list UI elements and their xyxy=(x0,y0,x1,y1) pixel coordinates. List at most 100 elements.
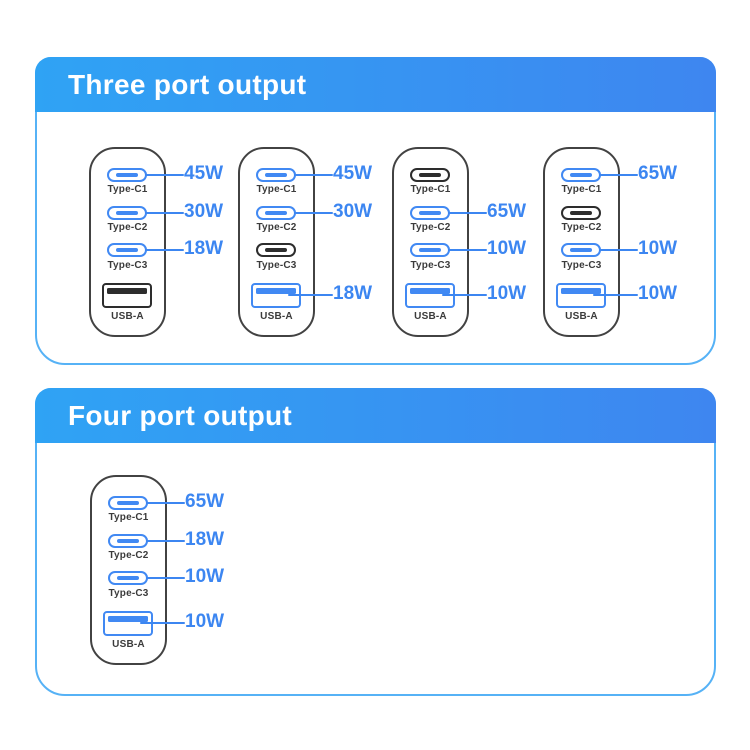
port-label: Type-C3 xyxy=(410,260,451,271)
type-c-port xyxy=(107,206,147,220)
callout-line xyxy=(593,293,638,297)
watt-label: 18W xyxy=(185,529,225,550)
type-c-tongue xyxy=(265,173,287,177)
usb-a-contact-bar xyxy=(561,287,601,294)
callout-line xyxy=(145,248,184,252)
type-c-port xyxy=(256,243,296,257)
usb-a-port xyxy=(102,282,152,308)
type-c-port xyxy=(561,168,601,182)
type-c-port xyxy=(561,243,601,257)
type-c-tongue xyxy=(116,211,138,215)
callout-line xyxy=(288,293,333,297)
port-label: Type-C2 xyxy=(256,222,297,233)
watt-label: 45W xyxy=(184,163,224,184)
type-c-tongue xyxy=(570,173,592,177)
type-c-tongue xyxy=(265,211,287,215)
watt-label: 18W xyxy=(184,238,224,259)
port-label: Type-C2 xyxy=(107,222,148,233)
port-label: USB-A xyxy=(565,311,598,322)
callout-line xyxy=(140,621,185,625)
callout-line xyxy=(448,248,487,252)
callout-line xyxy=(146,501,185,505)
callout-line xyxy=(599,173,638,177)
watt-label: 65W xyxy=(185,491,225,512)
section-header-three-port: Three port output xyxy=(35,57,716,112)
usb-a-port xyxy=(103,610,153,636)
type-c-tongue xyxy=(116,173,138,177)
watt-label: 10W xyxy=(638,238,678,259)
type-c-tongue xyxy=(419,173,441,177)
port-label: USB-A xyxy=(260,311,293,322)
port-label: Type-C2 xyxy=(410,222,451,233)
type-c-tongue xyxy=(117,539,139,543)
charger-diagram: Type-C1 65W Type-C2 18W Type-C3 10W USB-A 10W xyxy=(90,475,240,665)
type-c-tongue xyxy=(570,211,592,215)
watt-label: 30W xyxy=(333,201,373,222)
watt-label: 65W xyxy=(487,201,527,222)
port-label: Type-C1 xyxy=(410,184,451,195)
watt-label: 10W xyxy=(185,566,225,587)
type-c-port xyxy=(107,243,147,257)
port-label: Type-C2 xyxy=(561,222,602,233)
port-label: Type-C2 xyxy=(108,550,149,561)
callout-line xyxy=(146,539,185,543)
type-c-tongue xyxy=(419,248,441,252)
section-header-four-port: Four port output xyxy=(35,388,716,443)
callout-line xyxy=(294,211,333,215)
callout-line xyxy=(145,173,184,177)
watt-label: 10W xyxy=(487,283,527,304)
callout-line xyxy=(145,211,184,215)
type-c-port xyxy=(108,571,148,585)
type-c-port xyxy=(256,168,296,182)
usb-a-contact-bar xyxy=(410,287,450,294)
type-c-tongue xyxy=(117,576,139,580)
type-c-port xyxy=(410,243,450,257)
port-label: Type-C1 xyxy=(107,184,148,195)
type-c-tongue xyxy=(570,248,592,252)
port-label: Type-C3 xyxy=(108,588,149,599)
callout-line xyxy=(146,576,185,580)
callout-line xyxy=(294,173,333,177)
charger-diagram: Type-C1 45W Type-C2 30W Type-C3 18W USB-A xyxy=(89,147,239,337)
port-label: USB-A xyxy=(414,311,447,322)
type-c-port xyxy=(108,534,148,548)
type-c-port xyxy=(410,206,450,220)
callout-line xyxy=(442,293,487,297)
watt-label: 10W xyxy=(185,611,225,632)
type-c-port xyxy=(256,206,296,220)
port-label: USB-A xyxy=(111,311,144,322)
port-label: Type-C3 xyxy=(561,260,602,271)
type-c-tongue xyxy=(419,211,441,215)
type-c-port xyxy=(561,206,601,220)
watt-label: 10W xyxy=(638,283,678,304)
charger-diagram-area: Type-C1 65W Type-C2 18W Type-C3 10W USB-A 10W xyxy=(37,390,714,694)
callout-line xyxy=(599,248,638,252)
type-c-port xyxy=(108,496,148,510)
port-label: Type-C3 xyxy=(107,260,148,271)
watt-label: 45W xyxy=(333,163,373,184)
type-c-tongue xyxy=(265,248,287,252)
watt-label: 18W xyxy=(333,283,373,304)
usb-a-contact-bar xyxy=(256,287,296,294)
watt-label: 30W xyxy=(184,201,224,222)
section-title: Four port output xyxy=(68,399,293,431)
section-title: Three port output xyxy=(68,68,307,100)
callout-line xyxy=(448,211,487,215)
usb-a-contact-bar xyxy=(108,615,148,622)
usb-a-contact-bar xyxy=(107,287,147,294)
port-label: Type-C1 xyxy=(108,512,149,523)
port-label: USB-A xyxy=(112,639,145,650)
type-c-port xyxy=(107,168,147,182)
watt-label: 10W xyxy=(487,238,527,259)
port-label: Type-C1 xyxy=(256,184,297,195)
type-c-tongue xyxy=(116,248,138,252)
port-label: Type-C1 xyxy=(561,184,602,195)
type-c-port xyxy=(410,168,450,182)
